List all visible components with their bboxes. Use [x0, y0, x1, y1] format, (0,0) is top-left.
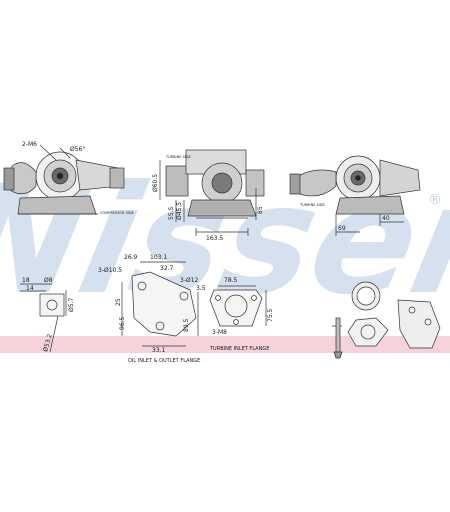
dim-turbine-width: 78.5 [224, 277, 238, 284]
dim-oil-d5: 96.5 [119, 316, 126, 330]
dim-turbine-holes: 3-Ø12 [180, 277, 199, 284]
turbo-view-right-labels: 69 40 TURBINE SIDE [299, 203, 390, 232]
turbine-flange-drawing [209, 285, 267, 327]
turbine-flange-labels: 3-Ø12 3.5 78.5 75.5 3-M8 TURBINE INLET F… [180, 277, 274, 352]
left-flange-view [20, 283, 67, 353]
dim-turbine-height: 75.5 [267, 308, 274, 322]
dim-oil-d3: 32.7 [160, 265, 174, 272]
dim-oil-d7: 33.1 [152, 347, 166, 354]
oil-flange-labels: 26.9 103.1 3-Ø10.5 32.7 25 96.5 89.5 33.… [98, 254, 200, 364]
thread-label-left: 2-M6 [22, 141, 37, 148]
turbo-view-center [159, 149, 265, 236]
registered-mark: ® [428, 192, 442, 208]
turbo-view-left-labels: 2-M6 Ø56° COMPRESSOR SIDE [22, 141, 134, 215]
turbine-side-note: TURBINE SIDE [165, 155, 191, 159]
dim-oil-holes: 3-Ø10.5 [98, 267, 122, 274]
gasket-parts [332, 281, 441, 359]
turbine-flange-caption: TURBINE INLET FLANGE [209, 346, 269, 352]
compressor-note: COMPRESSOR SIDE [100, 211, 134, 215]
dim-oil-d1: 26.9 [124, 254, 138, 261]
dim-right-offset-b: 40 [382, 215, 390, 222]
dim-flange-b: 14 [26, 285, 34, 292]
oil-flange-caption: OIL INLET & OUTLET FLANGE [128, 358, 200, 364]
dim-turbine-depth: 3.5 [196, 285, 206, 292]
dim-center-depth-b: Ø45.5 [176, 202, 183, 220]
dim-center-height: Ø60.5 [152, 174, 159, 192]
dim-flange-e: Ø53.2 [42, 333, 53, 352]
turbo-view-left [3, 144, 125, 215]
dim-flange-a: 18 [22, 277, 30, 284]
turbo-view-right [289, 155, 421, 236]
dim-oil-d6: 89.5 [183, 318, 190, 332]
dim-right-offset-a: 69 [338, 225, 346, 232]
dim-oil-d4: 25 [115, 298, 122, 306]
dim-center-depth-a: 55.5 [168, 206, 175, 220]
dim-center-width: 163.5 [206, 235, 223, 242]
oil-flange-drawing [121, 261, 199, 347]
left-flange-labels: 18 14 Ø8 Ø5.7 Ø53.2 [22, 277, 75, 353]
angle-label-left: Ø56° [70, 146, 85, 153]
right-turbine-note: TURBINE SIDE [299, 203, 325, 207]
dim-center-side: 85 [257, 206, 264, 214]
dim-turbine-thread: 3-M8 [212, 329, 227, 336]
dim-oil-d2: 103.1 [150, 254, 167, 261]
turbo-view-center-labels: Ø60.5 55.5 Ø45.5 85 163.5 TURBINE SIDE [152, 155, 264, 242]
dim-flange-d: Ø5.7 [68, 298, 75, 312]
dim-flange-c: Ø8 [44, 277, 53, 284]
